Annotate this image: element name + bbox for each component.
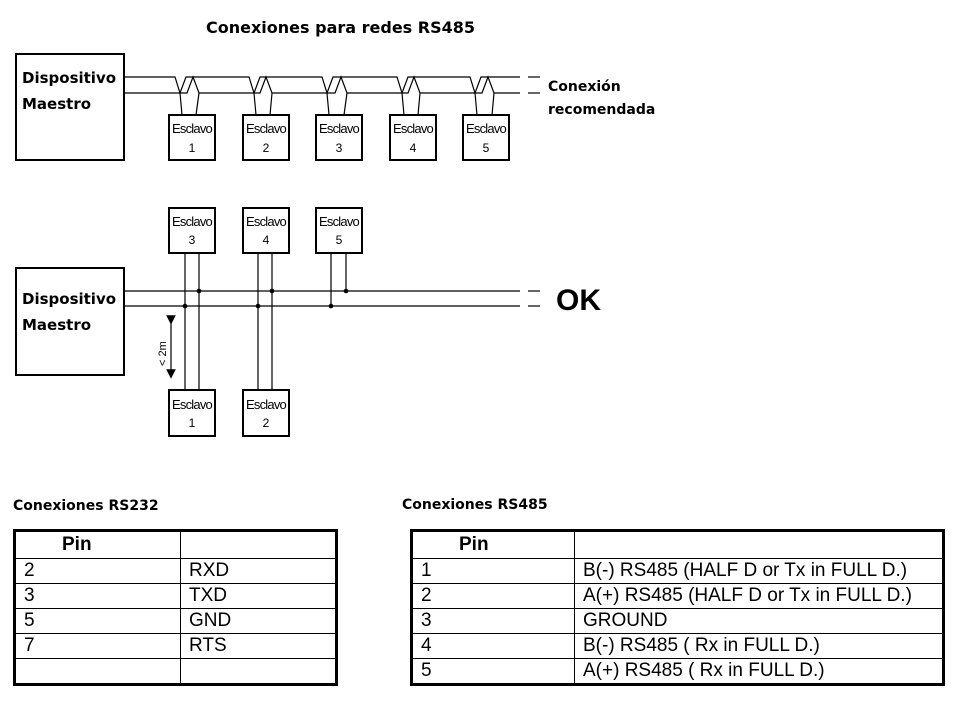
bus-line-b-top [124,75,520,94]
signal-cell [180,658,337,685]
pin-cell: 5 [14,608,181,634]
table-row: 1 B(-) RS485 (HALF D or Tx in FULL D.) [411,558,944,584]
distance-label: < 2m [157,341,169,366]
pin-column-header: Pin [411,530,575,559]
slave-number: 1 [189,416,196,430]
slave-box: Esclavo 5 [315,207,363,254]
signal-cell: TXD [180,583,337,609]
pin-cell [14,658,181,685]
bus-line-a-top [124,76,520,95]
slave-box: Esclavo 3 [315,114,363,161]
pin-cell: 2 [411,583,575,609]
slave-number: 1 [189,141,196,155]
table-header-row: Pin [14,530,337,559]
slave-box: Esclavo 4 [389,114,437,161]
table-row: 2 RXD [14,558,337,584]
table-row: 5 GND [14,608,337,634]
slave-box: Esclavo 2 [242,389,290,437]
slave-number: 5 [336,233,343,247]
signal-cell: A(+) RS485 ( Rx in FULL D.) [574,658,944,685]
slave-name: Esclavo [246,214,286,229]
master-label-bottom-line1: Dispositivo [22,290,116,308]
slave-name: Esclavo [172,214,212,229]
pin-cell: 1 [411,558,575,584]
signal-cell: A(+) RS485 (HALF D or Tx in FULL D.) [574,583,944,609]
ok-label: OK [556,284,601,317]
recommended-label-line2: recomendada [548,102,655,118]
master-label-top-line1: Dispositivo [22,69,116,87]
table-row: 3 GROUND [411,608,944,634]
slave-name: Esclavo [466,121,506,136]
slave-name: Esclavo [319,121,359,136]
table-row: 4 B(-) RS485 ( Rx in FULL D.) [411,633,944,659]
master-device-box-bottom [15,267,125,376]
signal-column-header [574,530,944,559]
pin-cell: 5 [411,658,575,685]
slave-name: Esclavo [172,397,212,412]
pin-cell: 4 [411,633,575,659]
signal-cell: RXD [180,558,337,584]
pin-cell: 2 [14,558,181,584]
rs485-network-diagram: Conexiones para redes RS485 Dispositivo … [15,18,655,437]
slave-name: Esclavo [172,121,212,136]
signal-cell: B(-) RS485 ( Rx in FULL D.) [574,633,944,659]
signal-cell: GND [180,608,337,634]
slave-number: 3 [189,233,196,247]
slave-name: Esclavo [246,397,286,412]
signal-cell: B(-) RS485 (HALF D or Tx in FULL D.) [574,558,944,584]
signal-cell: RTS [180,633,337,659]
ok-connection: Dispositivo Maestro OK [15,207,601,437]
slave-box: Esclavo 2 [242,114,290,161]
slave-box: Esclavo 4 [242,207,290,254]
slave-box: Esclavo 3 [168,207,216,254]
slave-number: 4 [410,141,417,155]
slave-number: 2 [263,141,270,155]
slave-name: Esclavo [246,121,286,136]
slave-number: 4 [263,233,270,247]
pin-cell: 3 [411,608,575,634]
slave-name: Esclavo [319,214,359,229]
master-device-box-top [15,53,125,161]
table-row: 5 A(+) RS485 ( Rx in FULL D.) [411,658,944,685]
recommended-connection: Dispositivo Maestro Conexión recomendada… [15,53,655,161]
slave-number: 5 [483,141,490,155]
pin-column-header: Pin [14,530,181,559]
table-row: 2 A(+) RS485 (HALF D or Tx in FULL D.) [411,583,944,609]
table-header-row: Pin [411,530,944,559]
slave-box: Esclavo 1 [168,389,216,437]
recommended-label-line1: Conexión [548,79,621,95]
rs232-pin-table: Pin 2 RXD 3 TXD 5 GND 7 RTS [13,529,338,686]
slave-name: Esclavo [393,121,433,136]
table-row: 7 RTS [14,633,337,659]
table-row [14,658,337,685]
table-row: 3 TXD [14,583,337,609]
pin-cell: 3 [14,583,181,609]
pin-cell: 7 [14,633,181,659]
rs485-title: Conexiones RS485 [402,497,548,513]
rs232-title: Conexiones RS232 [13,498,159,514]
master-label-bottom-line2: Maestro [22,316,91,334]
diagram-title: Conexiones para redes RS485 [206,18,475,37]
master-label-top-line2: Maestro [22,95,91,113]
slave-box: Esclavo 5 [462,114,510,161]
signal-column-header [180,530,337,559]
rs485-pin-table: Pin 1 B(-) RS485 (HALF D or Tx in FULL D… [410,529,945,686]
signal-cell: GROUND [574,608,944,634]
slave-number: 2 [263,416,270,430]
slave-number: 3 [336,141,343,155]
slave-box: Esclavo 1 [168,114,216,161]
